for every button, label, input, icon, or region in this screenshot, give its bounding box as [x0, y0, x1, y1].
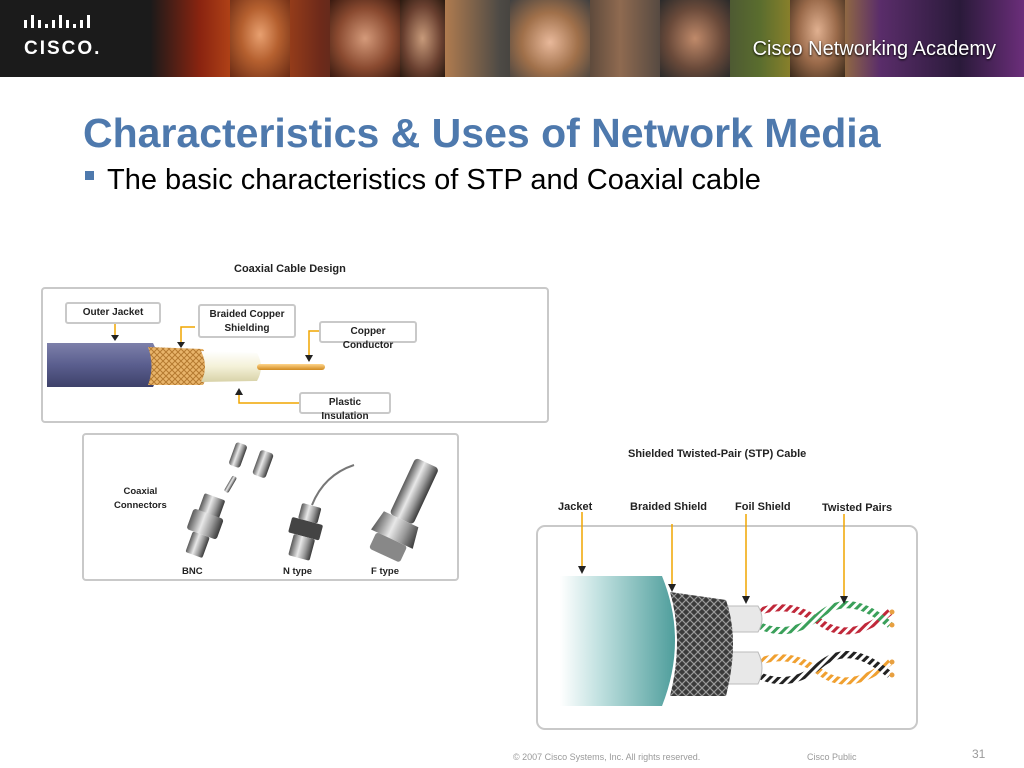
banner-photo — [400, 0, 445, 77]
connector-label-f: F type — [371, 566, 399, 577]
bnc-ferrule-icon — [229, 442, 247, 468]
label-braided-copper-line1: Braided Copper — [209, 309, 285, 320]
stp-label-jacket: Jacket — [558, 501, 593, 513]
bullet-item: The basic characteristics of STP and Coa… — [85, 164, 761, 197]
footer-classification: Cisco Public — [807, 752, 857, 762]
n-connector-icon — [288, 503, 323, 561]
banner-photo — [510, 0, 590, 77]
connector-label-bnc: BNC — [182, 566, 203, 577]
coax-design-title: Coaxial Cable Design — [234, 263, 346, 275]
stp-label-twisted-pairs: Twisted Pairs — [822, 502, 893, 514]
footer-copyright: © 2007 Cisco Systems, Inc. All rights re… — [513, 752, 701, 762]
banner-photo — [660, 0, 730, 77]
header-banner: CISCO. Cisco Networking Academy — [0, 0, 1024, 77]
bnc-connector-icon — [185, 493, 225, 558]
coax-cable-illustration — [47, 321, 325, 404]
label-copper-conductor: Copper Conductor — [319, 321, 417, 351]
coax-connectors-title: Coaxial Connectors — [114, 485, 167, 513]
banner-photo — [230, 0, 290, 77]
coax-connectors-title-line1: Coaxial — [123, 486, 158, 497]
cisco-bars-icon — [24, 15, 90, 28]
academy-title: Cisco Networking Academy — [752, 38, 996, 60]
connector-label-n: N type — [283, 566, 313, 577]
bullet-text: The basic characteristics of STP and Coa… — [107, 164, 761, 196]
label-braided-copper: Braided Copper Shielding — [198, 304, 296, 338]
coax-connectors-panel: Coaxial Connectors — [82, 433, 459, 581]
stp-label-foil-shield: Foil Shield — [735, 501, 791, 513]
coax-design-panel: Outer Jacket Braided Copper Shielding Co… — [41, 287, 549, 423]
stp-title: Shielded Twisted-Pair (STP) Cable — [628, 448, 807, 460]
cisco-wordmark: CISCO. — [24, 38, 102, 59]
bullet-square-icon — [85, 170, 94, 180]
cisco-logo: CISCO. — [0, 0, 150, 77]
banner-photo — [790, 0, 845, 77]
stp-cable-illustration — [536, 512, 918, 730]
label-plastic-insulation: Plastic Insulation — [299, 392, 391, 422]
banner-photo — [330, 0, 400, 77]
label-outer-jacket: Outer Jacket — [65, 302, 161, 324]
connectors-illustration — [185, 442, 438, 562]
label-braided-copper-line2: Shielding — [224, 323, 270, 334]
f-connector-icon — [369, 458, 438, 562]
stp-label-braided-shield: Braided Shield — [630, 501, 708, 513]
coax-connectors-title-line2: Connectors — [114, 500, 167, 511]
page-number: 31 — [972, 747, 986, 761]
page-title: Characteristics & Uses of Network Media — [83, 110, 881, 156]
